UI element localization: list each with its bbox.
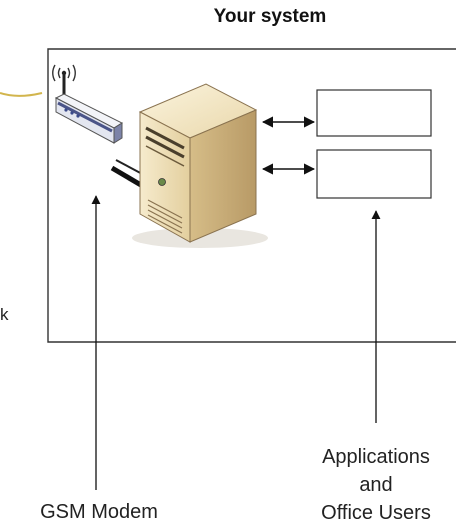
partial-left-label: k: [0, 305, 9, 324]
applications-label-line-3: Office Users: [321, 502, 431, 524]
applications-label-line-1: Applications: [322, 446, 430, 468]
system-boundary: [47, 48, 456, 343]
applications-label: Applications and Office Users: [296, 443, 456, 527]
gsm-modem-icon: [52, 64, 148, 191]
system-title: Your system: [213, 6, 327, 27]
gsm-modem-label: GSM Modem: [40, 501, 158, 523]
applications-label-line-2: and: [359, 474, 393, 496]
server-icon: [132, 83, 268, 248]
application-box-bottom: [316, 149, 432, 199]
incoming-signal-line: [0, 92, 43, 97]
application-box-top: [316, 89, 432, 137]
